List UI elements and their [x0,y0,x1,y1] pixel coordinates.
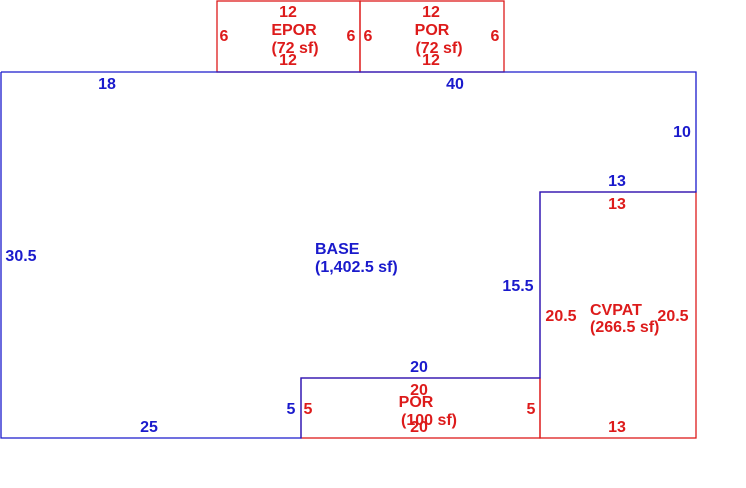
base-dim-top-right: 40 [446,76,464,93]
base-dim-step-top: 13 [608,173,626,190]
por-bottom-dim-top: 20 [410,382,428,399]
base-area: (1,402.5 sf) [315,259,398,276]
base-dim-inner-top: 20 [410,359,428,376]
base-name: BASE [315,241,360,258]
base-dim-bottom: 25 [140,419,158,436]
por-bottom-dim-right: 5 [527,401,536,418]
cvpat-dim-left: 20.5 [545,308,576,325]
epor-name: EPOR [271,22,317,39]
base-dim-left: 30.5 [5,248,36,265]
epor-dim-right: 6 [347,28,356,45]
por-bottom-area: (100 sf) [401,412,457,429]
por-top-dim-right: 6 [491,28,500,45]
por-top-name: POR [415,22,450,39]
base-dim-top-left: 18 [98,76,116,93]
cvpat-area: (266.5 sf) [590,319,659,336]
por-bottom-dim-left: 5 [304,401,313,418]
por-bottom-name: POR [399,394,434,411]
por-bottom-dim-bottom: 20 [410,419,428,436]
cvpat-dim-right: 20.5 [657,308,688,325]
cvpat-name: CVPAT [590,302,642,319]
cvpat-dim-bottom: 13 [608,419,626,436]
por-top-dim-bottom: 12 [422,52,440,69]
base-dim-inner-side: 5 [287,401,296,418]
por-top-dim-left: 6 [364,28,373,45]
base-outline [0,71,697,439]
epor-area: (72 sf) [271,40,318,57]
cvpat-dim-top: 13 [608,196,626,213]
por-top-dim-top: 12 [422,4,440,21]
epor-dim-left: 6 [220,28,229,45]
epor-dim-bottom: 12 [279,52,297,69]
base-dim-step-side: 15.5 [502,278,533,295]
epor-dim-top: 12 [279,4,297,21]
base-dim-right-upper: 10 [673,124,691,141]
por-top-area: (72 sf) [415,40,462,57]
